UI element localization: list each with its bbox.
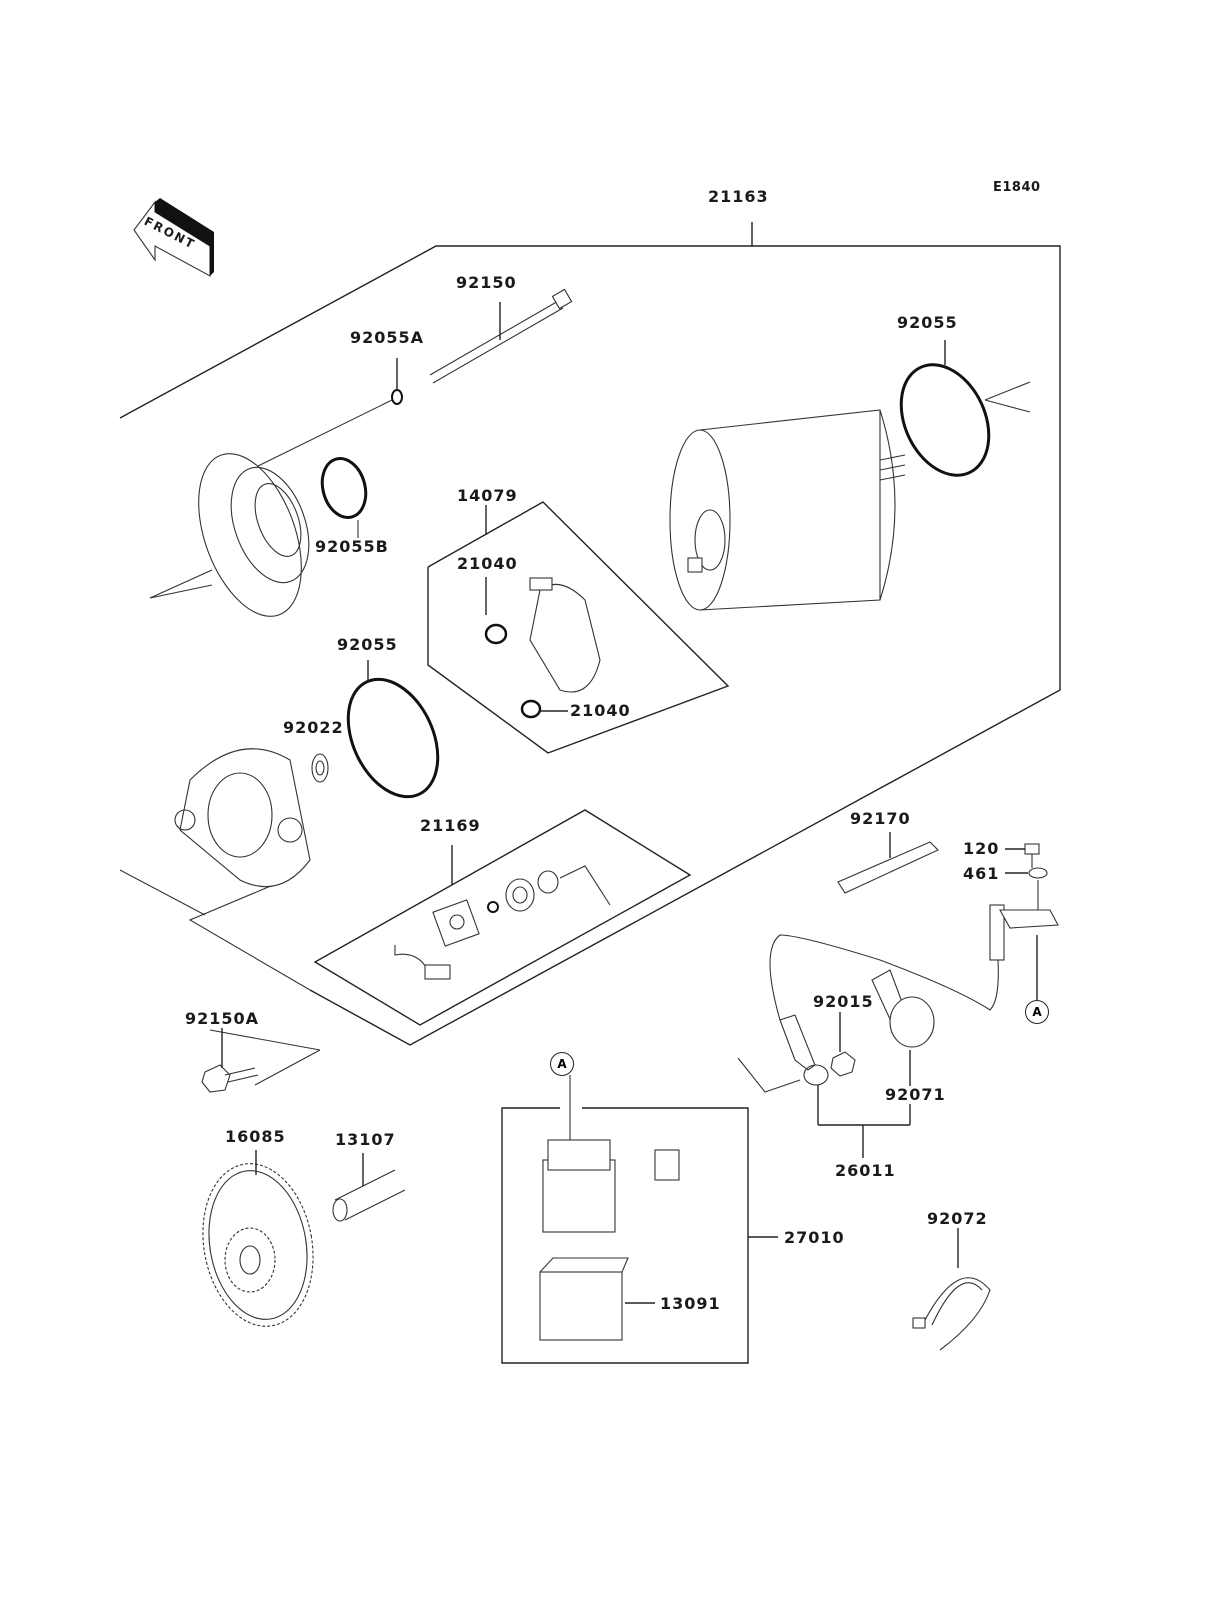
part-label-21040-lower[interactable]: 21040: [570, 701, 631, 720]
starter-assembly-outline: [119, 222, 1061, 1086]
part-label-92022[interactable]: 92022: [283, 718, 344, 737]
bolt-120: [1005, 843, 1040, 868]
part-label-92055-rear[interactable]: 92055: [897, 313, 958, 332]
nut-92015: [830, 1012, 856, 1077]
o-ring-92055-front: [346, 677, 440, 799]
part-label-13091[interactable]: 13091: [660, 1294, 721, 1313]
part-label-27010[interactable]: 27010: [784, 1228, 845, 1247]
part-label-92071[interactable]: 92071: [885, 1085, 946, 1104]
reference-marker-a-relay: A: [550, 1052, 574, 1076]
part-label-92150a[interactable]: 92150A: [185, 1009, 260, 1028]
o-ring-92055a: [391, 389, 403, 405]
mounting-bolt-92150a: [201, 1028, 259, 1093]
idle-gear-16085: [202, 1150, 314, 1327]
terminal-kit-box: [313, 809, 692, 1026]
part-label-16085[interactable]: 16085: [225, 1127, 286, 1146]
yoke-assembly: [669, 409, 906, 611]
washer-461: [1005, 867, 1048, 910]
lead-wire-26011: [737, 904, 1059, 1158]
relay-box: [501, 1075, 778, 1364]
shaft-13107: [332, 1153, 406, 1222]
part-label-461[interactable]: 461: [963, 864, 1000, 883]
part-label-21169[interactable]: 21169: [420, 816, 481, 835]
band-92072: [912, 1228, 991, 1351]
part-label-92170[interactable]: 92170: [850, 809, 911, 828]
part-label-92015[interactable]: 92015: [813, 992, 874, 1011]
o-ring-92055b: [320, 457, 368, 519]
part-label-92055a[interactable]: 92055A: [350, 328, 425, 347]
washer-92022: [311, 753, 329, 783]
rear-cover: [149, 453, 310, 617]
part-label-92150[interactable]: 92150: [456, 273, 517, 292]
front-arrow-icon: [133, 198, 214, 277]
part-label-14079[interactable]: 14079: [457, 486, 518, 505]
diagram-code: E1840: [993, 180, 1041, 195]
clamp-92170: [837, 832, 939, 894]
part-label-120[interactable]: 120: [963, 839, 1000, 858]
part-label-13107[interactable]: 13107: [335, 1130, 396, 1149]
part-label-21163[interactable]: 21163: [708, 187, 769, 206]
part-label-26011[interactable]: 26011: [835, 1161, 896, 1180]
part-label-21040-upper[interactable]: 21040: [457, 554, 518, 573]
part-label-92055b[interactable]: 92055B: [315, 537, 389, 556]
front-cover: [174, 748, 311, 888]
reference-marker-a-wire: A: [1025, 1000, 1049, 1024]
o-ring-92055-rear: [899, 363, 991, 477]
part-label-92072[interactable]: 92072: [927, 1209, 988, 1228]
through-bolt-92150: [429, 288, 573, 384]
part-label-92055-front[interactable]: 92055: [337, 635, 398, 654]
terminal-cap-92071: [871, 969, 935, 1048]
